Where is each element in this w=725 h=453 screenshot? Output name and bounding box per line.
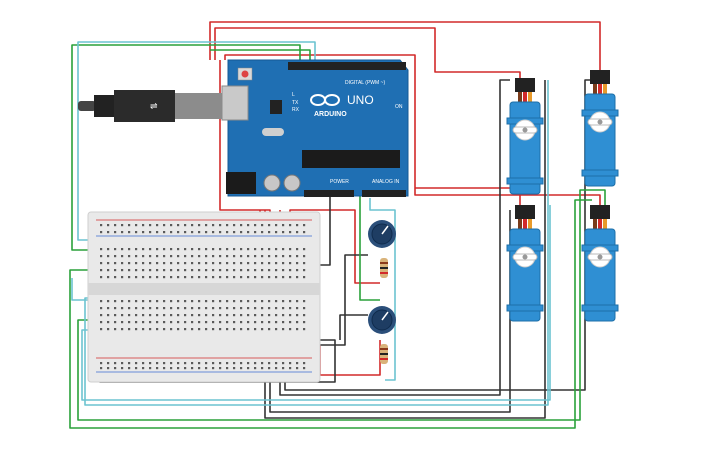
red-wire-top-loop-2 xyxy=(214,27,521,78)
usb-port xyxy=(221,85,249,121)
digital-header xyxy=(288,62,406,70)
reset-button-cap[interactable] xyxy=(241,70,249,78)
power-header xyxy=(304,190,354,197)
usb-chip xyxy=(270,100,282,114)
black-wire-pot xyxy=(300,254,368,346)
green-wire-left-2 xyxy=(69,199,592,429)
breadboard-holes xyxy=(100,224,306,370)
capacitor-1 xyxy=(263,174,281,192)
green-wire-pot xyxy=(359,195,380,301)
red-wire-top-loop xyxy=(209,21,601,70)
tx-label: TX xyxy=(292,100,299,106)
power-jack xyxy=(226,172,256,194)
digital-label: DIGITAL (PWM ~) xyxy=(345,80,385,86)
red-wire-power-2 xyxy=(224,54,601,205)
breadboard xyxy=(87,211,321,383)
l-led-label: L xyxy=(292,92,295,98)
pot-1[interactable] xyxy=(368,220,396,248)
pot-2[interactable] xyxy=(368,306,396,334)
crystal xyxy=(262,128,284,136)
black-wire-pot2 xyxy=(339,314,368,340)
servo-2[interactable] xyxy=(506,205,544,322)
cyan-wire-pot xyxy=(369,198,396,381)
green-wire-left-3 xyxy=(77,189,606,421)
capacitor-2 xyxy=(283,174,301,192)
microcontroller-chip xyxy=(302,150,400,168)
usb-cable: ⇌ xyxy=(78,90,232,122)
black-wire-servo-1 xyxy=(264,80,546,419)
arduino-brand: ARDUINO xyxy=(314,111,347,118)
rx-label: RX xyxy=(292,107,300,113)
breadboard-center-channel xyxy=(88,283,320,295)
servo-4[interactable] xyxy=(581,205,619,322)
red-wire-servo-low xyxy=(415,187,521,205)
servo-3[interactable] xyxy=(581,70,619,187)
resistor-1 xyxy=(380,258,388,278)
servo-1[interactable] xyxy=(506,78,544,195)
arduino-logo xyxy=(310,94,340,106)
resistor-2 xyxy=(380,344,388,364)
cyan-wire-servo xyxy=(81,205,551,401)
on-led-label: ON xyxy=(395,104,403,110)
power-label: POWER xyxy=(330,179,349,185)
arduino-uno-board: DIGITAL (PWM ~) ARDUINO UNO ON L TX RX P… xyxy=(221,59,409,197)
analog-label: ANALOG IN xyxy=(372,179,400,185)
usb-icon: ⇌ xyxy=(150,101,158,111)
cyan-wire-top xyxy=(77,41,316,241)
green-wire-top-right xyxy=(210,49,311,60)
analog-header xyxy=(362,190,406,197)
arduino-model: UNO xyxy=(347,93,374,107)
cyan-wire-rail xyxy=(71,278,95,301)
